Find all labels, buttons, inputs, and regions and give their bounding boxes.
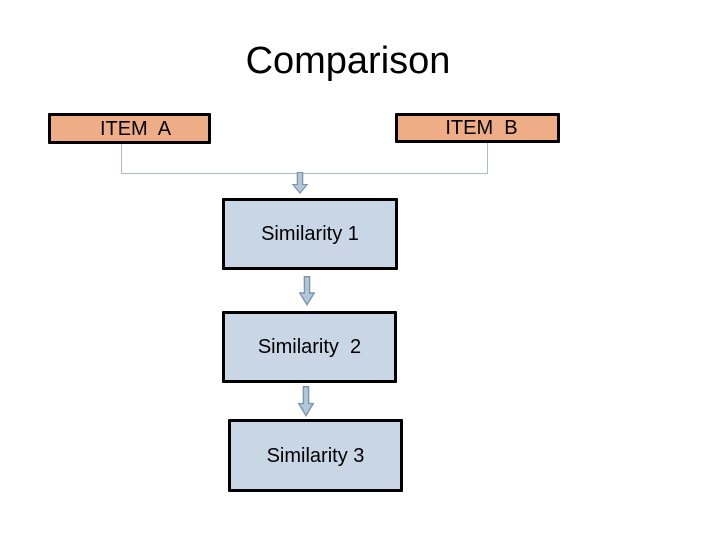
down-arrow-icon bbox=[299, 276, 315, 306]
down-arrow-icon bbox=[292, 172, 308, 194]
connector-line-from-item-b bbox=[487, 143, 488, 173]
connector-line-horizontal bbox=[121, 173, 488, 174]
item-a-box: ITEM A bbox=[48, 113, 211, 144]
similarity-1-label: Similarity 1 bbox=[261, 223, 359, 245]
similarity-1-box: Similarity 1 bbox=[222, 198, 398, 270]
item-b-box: ITEM B bbox=[395, 113, 560, 143]
item-a-label: ITEM A bbox=[99, 117, 172, 140]
similarity-2-box: Similarity 2 bbox=[222, 311, 397, 383]
item-b-label: ITEM B bbox=[445, 117, 518, 139]
similarity-3-box: Similarity 3 bbox=[228, 419, 403, 492]
slide-title: Comparison bbox=[245, 40, 451, 82]
similarity-3-label: Similarity 3 bbox=[266, 444, 365, 467]
similarity-2-label: Similarity 2 bbox=[257, 336, 362, 358]
down-arrow-icon bbox=[298, 386, 314, 417]
connector-line-from-item-a bbox=[121, 144, 122, 173]
